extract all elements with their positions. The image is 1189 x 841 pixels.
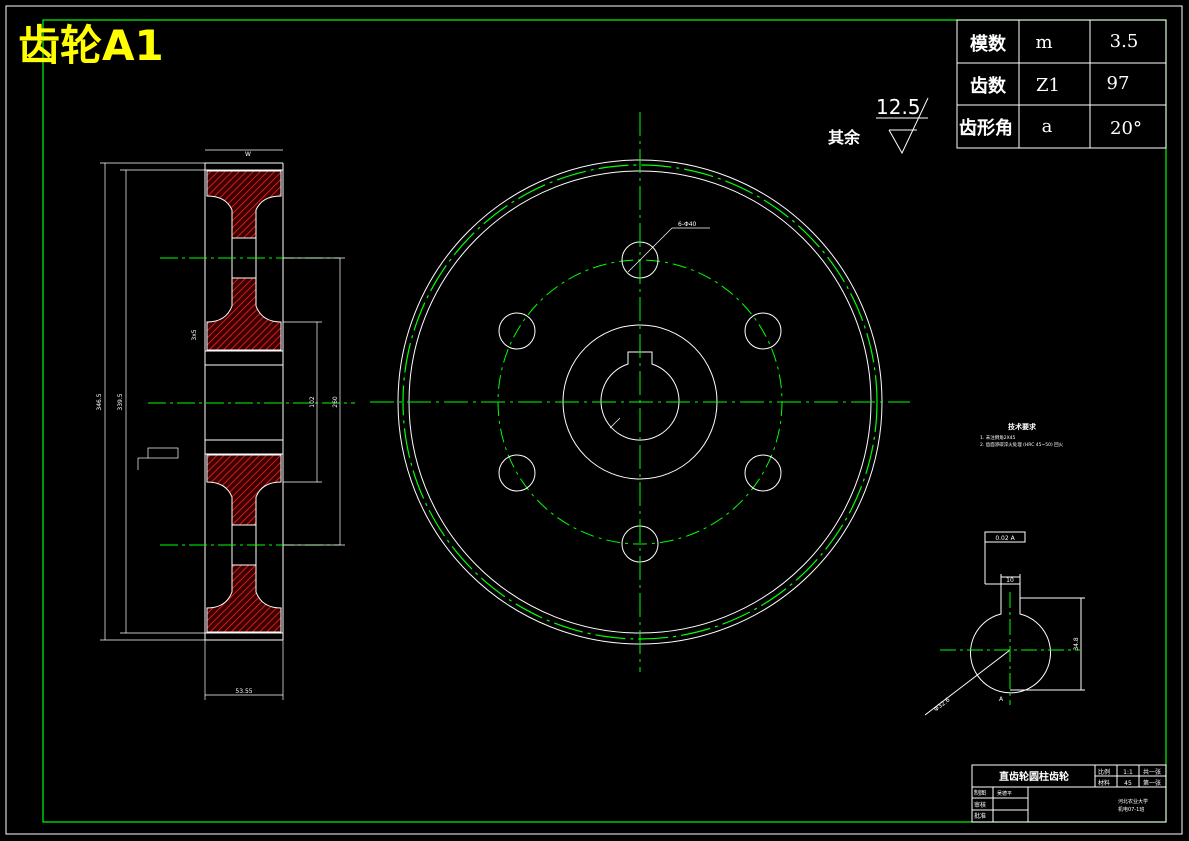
dim-face-width: 53.55 — [235, 688, 252, 695]
roughness-symbol — [876, 97, 929, 155]
tech-req-title: 技术要求 — [1008, 422, 1037, 431]
roughness-value: 12.5 — [876, 95, 921, 119]
param-name-angle: 齿形角 — [959, 117, 1013, 139]
tb-material-label: 材料 — [1098, 779, 1110, 787]
tb-drawing-name: 直齿轮圆柱齿轮 — [999, 770, 1069, 783]
bolt-hole — [498, 312, 536, 350]
dim-hub: 260 — [332, 396, 339, 408]
tb-check-label: 审核 — [974, 801, 986, 809]
tech-req-item-2: 2. 齿面渗碳淬火处理 (HRC 45~50) 回火 — [980, 441, 1064, 448]
dim-top: W — [245, 151, 251, 158]
param-value-angle: 20° — [1110, 118, 1142, 139]
bolt-hole — [498, 454, 536, 492]
param-symbol-teeth: Z1 — [1036, 75, 1060, 96]
inner-frame — [42, 19, 1167, 823]
key-depth: 34.8 — [1073, 637, 1080, 651]
param-name-module: 模数 — [970, 33, 1007, 55]
dim-pitch-diameter: 339.5 — [117, 393, 124, 410]
key-diameter: Φ32.6 — [933, 696, 952, 713]
tb-drawn-label: 制图 — [974, 789, 986, 797]
roughness-label: 其余 — [828, 128, 861, 147]
outer-frame — [5, 5, 1183, 835]
tb-org-2: 机电07-1班 — [1118, 806, 1144, 813]
dim-outer-diameter: 346.5 — [96, 393, 103, 410]
dim-bore: 102 — [309, 396, 316, 408]
tb-approve-label: 批准 — [974, 812, 986, 820]
key-datum: A — [999, 696, 1004, 703]
key-tolerance: 0.02 A — [995, 535, 1015, 542]
hole-note: 6-Φ40 — [678, 221, 697, 228]
tb-scale-label: 比例 — [1098, 768, 1110, 776]
tech-requirements: 技术要求 1. 未注倒角2X45 2. 齿面渗碳淬火处理 (HRC 45~50)… — [980, 422, 1064, 448]
param-symbol-angle: a — [1042, 116, 1053, 137]
title-block — [971, 764, 1167, 823]
key-width: 10 — [1006, 577, 1014, 584]
tb-org-1: 河北农业大学 — [1118, 798, 1148, 805]
key-detail-view: 10 0.02 A 34.8 Φ32.6 A — [924, 531, 1085, 716]
bolt-hole — [744, 312, 782, 350]
params-table — [956, 19, 1167, 149]
tb-drawn-by: 吴德平 — [997, 790, 1012, 797]
tb-sheet-no: 第一张 — [1143, 779, 1161, 787]
tech-req-item-1: 1. 未注倒角2X45 — [980, 434, 1016, 441]
param-value-teeth: 97 — [1107, 73, 1130, 94]
bolt-hole — [744, 454, 782, 492]
param-value-module: 3.5 — [1110, 31, 1139, 52]
drawing-title: 齿轮A1 — [18, 21, 164, 70]
tb-material: 45 — [1124, 780, 1132, 787]
tb-scale: 1:1 — [1123, 769, 1133, 776]
gear-front-view: 6-Φ40 — [370, 112, 910, 672]
bore-keyway — [600, 351, 680, 441]
tb-sheet-total: 共一张 — [1143, 768, 1161, 776]
param-symbol-module: m — [1035, 32, 1052, 53]
gear-section-view: 346.5 339.5 102 260 53.55 W 3x5 — [96, 149, 355, 700]
dim-side: 3x5 — [191, 329, 198, 340]
param-name-teeth: 齿数 — [970, 75, 1007, 97]
